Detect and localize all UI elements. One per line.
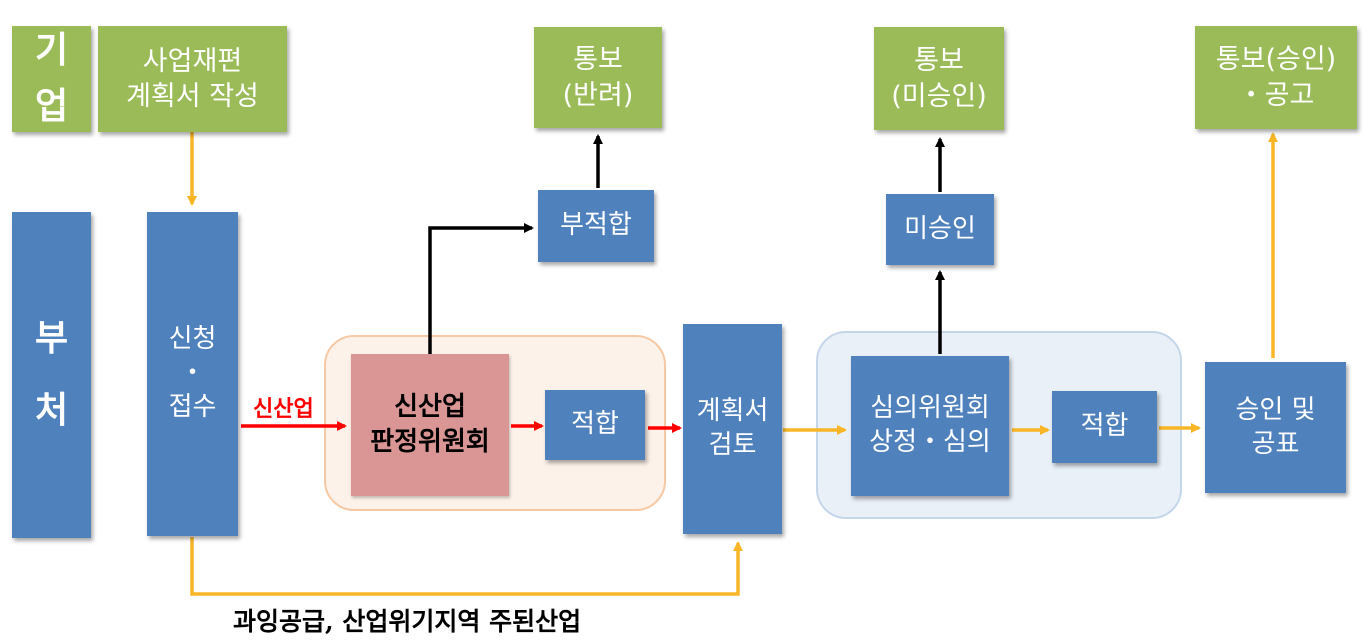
deliberation-box: 심의위원회 상정・심의 (851, 356, 1009, 496)
apply-receive-box: 신청 ・ 접수 (147, 212, 238, 536)
company-box: 기 업 (12, 26, 91, 132)
notice-unapproved-box: 통보 (미승인) (874, 27, 1004, 130)
notice-reject-box: 통보 (반려) (534, 27, 662, 128)
notice-approved-box: 통보(승인) ・공고 (1195, 26, 1357, 129)
suitable-box-1: 적합 (545, 390, 645, 460)
ministry-box: 부 처 (12, 212, 91, 538)
unapproved-box: 미승인 (886, 194, 994, 265)
approve-publish-box: 승인 및 공표 (1205, 362, 1346, 493)
plan-writing-box: 사업재편 계획서 작성 (98, 26, 287, 132)
plan-review-box: 계획서 검토 (683, 324, 782, 534)
new-industry-committee-box: 신산업 판정위원회 (351, 354, 509, 496)
arrow-apply-to-review-bottom (190, 537, 743, 596)
bottom-edge-label: 과잉공급, 산업위기지역 주된산업 (233, 607, 582, 636)
suitable-box-2: 적합 (1052, 391, 1157, 463)
new-industry-edge-label: 신산업 (253, 396, 314, 422)
unsuitable-box: 부적합 (538, 190, 654, 262)
arrow-committee-to-unsuitable (428, 223, 534, 354)
